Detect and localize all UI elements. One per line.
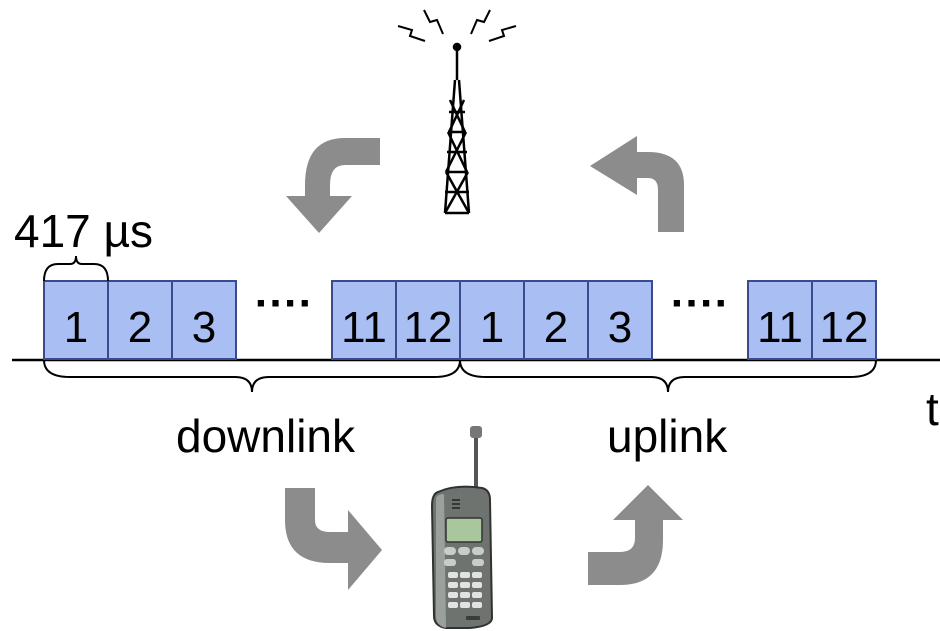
downlink-slot-3 (171, 280, 237, 360)
uplink-slot-2-label: 2 (544, 303, 568, 352)
mobile-phone-icon (430, 426, 494, 629)
slot-duration-brace (43, 255, 109, 282)
uplink-slot-11 (747, 280, 813, 360)
downlink-slot-12-label: 12 (404, 303, 453, 352)
uplink-slot-1 (459, 280, 525, 360)
uplink-slot-12 (811, 280, 877, 360)
downlink-ellipsis: ···· (255, 279, 314, 328)
uplink-brace (459, 359, 877, 393)
uplink-to-tower-arrow (590, 136, 684, 232)
slot-duration-label: 417 µs (14, 205, 154, 257)
phone-to-uplink-arrow (588, 485, 683, 585)
uplink-slot-3 (587, 280, 653, 360)
downlink-brace (43, 359, 461, 393)
radio-tower-icon (397, 9, 517, 215)
downlink-slot-2-label: 2 (128, 303, 152, 352)
downlink-label: downlink (176, 410, 355, 462)
uplink-slot-1-label: 1 (480, 303, 504, 352)
downlink-to-phone-arrow (285, 488, 382, 590)
downlink-slots: 1 2 3 11 12 ···· (43, 279, 461, 360)
uplink-ellipsis: ···· (671, 279, 730, 328)
downlink-slot-2 (107, 280, 173, 360)
uplink-label: uplink (607, 410, 728, 462)
uplink-slot-12-label: 12 (820, 303, 869, 352)
downlink-slot-1 (43, 280, 109, 360)
downlink-slot-11-label: 11 (341, 303, 387, 352)
uplink-slots: 1 2 3 11 12 ···· (459, 279, 877, 360)
uplink-slot-2 (523, 280, 589, 360)
time-axis-label: t (926, 383, 939, 435)
downlink-slot-12 (395, 280, 461, 360)
uplink-slot-3-label: 3 (608, 303, 632, 352)
tower-to-downlink-arrow (286, 138, 380, 233)
downlink-slot-3-label: 3 (192, 303, 216, 352)
uplink-slot-11-label: 11 (757, 303, 803, 352)
downlink-slot-1-label: 1 (64, 303, 88, 352)
